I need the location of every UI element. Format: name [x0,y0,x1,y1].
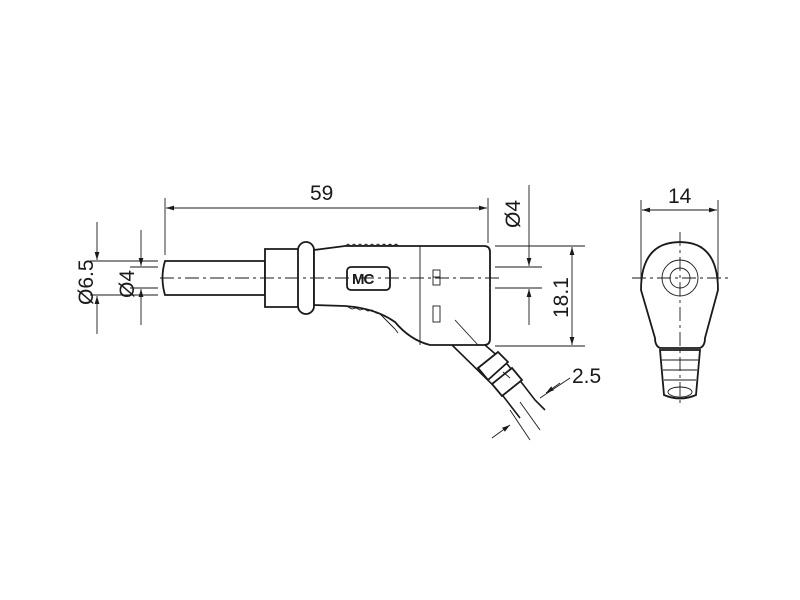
grip-ridges-top [344,243,400,247]
svg-text:Ø4: Ø4 [116,270,139,298]
svg-text:Ø6.5: Ø6.5 [75,259,98,305]
logo-badge [346,266,391,291]
svg-text:14: 14 [668,185,692,208]
grip-ridges-bottom [347,306,399,334]
plug-body [313,245,491,346]
svg-text:18.1: 18.1 [550,277,573,318]
svg-text:2.5: 2.5 [572,365,601,388]
slot-lower [432,305,441,323]
slot-upper [432,269,441,286]
cable [451,344,546,441]
plug-front-view [632,232,728,405]
dimension-length: 59 [164,182,489,255]
plug-side-view: MC [160,241,546,441]
dimension-body-height: 18.1 [495,245,585,347]
dimension-cable-diameter: 2.5 [491,365,601,439]
dimension-pin-diameter: Ø4 [116,230,158,325]
dimension-body-width: 14 [640,185,719,285]
logo-text: MC [352,271,374,288]
dimension-socket-diameter: Ø4 [495,185,542,325]
svg-text:59: 59 [310,182,333,205]
svg-text:Ø4: Ø4 [502,200,525,228]
dimension-outer-diameter: Ø6.5 [75,222,158,334]
